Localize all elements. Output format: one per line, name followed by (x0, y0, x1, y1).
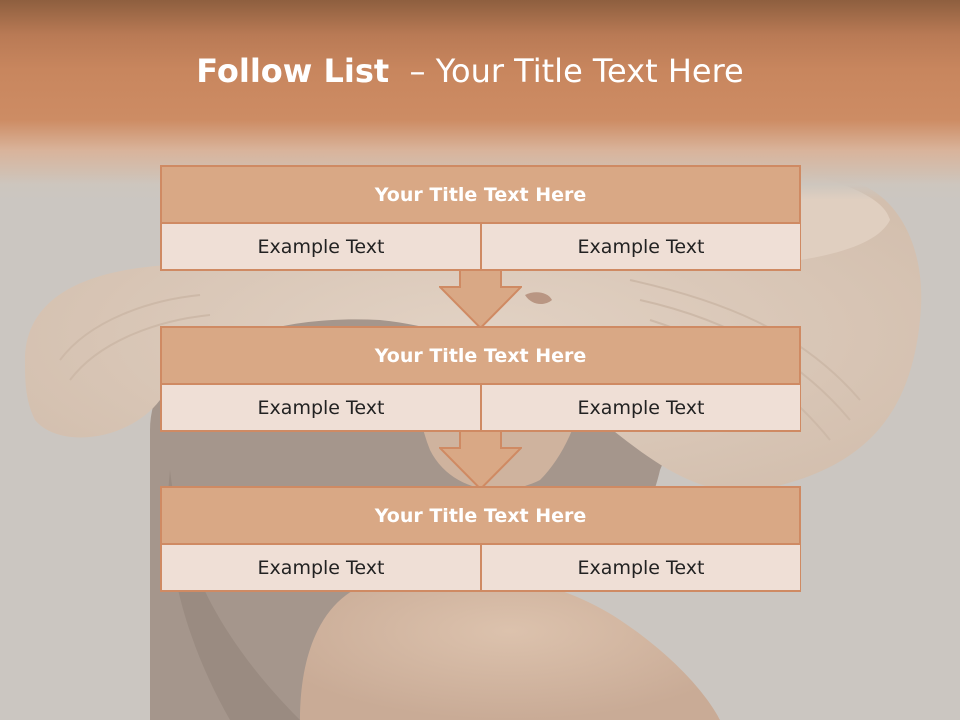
step-cell-right: Example Text (482, 385, 800, 430)
step-title: Your Title Text Here (162, 167, 799, 224)
down-arrow-icon (439, 269, 522, 329)
step-box-3: Your Title Text Here Example Text Exampl… (160, 486, 801, 592)
step-title: Your Title Text Here (162, 328, 799, 385)
down-arrow-icon (439, 430, 522, 490)
step-cell-right: Example Text (482, 545, 800, 590)
step-cell-right: Example Text (482, 224, 800, 269)
slide-title: Follow List – Your Title Text Here (0, 52, 940, 90)
step-box-2: Your Title Text Here Example Text Exampl… (160, 326, 801, 432)
slide-title-bold: Follow List (196, 52, 390, 90)
step-box-1: Your Title Text Here Example Text Exampl… (160, 165, 801, 271)
slide-title-rest: – Your Title Text Here (389, 52, 744, 90)
step-cell-left: Example Text (162, 545, 482, 590)
step-cell-left: Example Text (162, 224, 482, 269)
step-cell-left: Example Text (162, 385, 482, 430)
step-title: Your Title Text Here (162, 488, 799, 545)
